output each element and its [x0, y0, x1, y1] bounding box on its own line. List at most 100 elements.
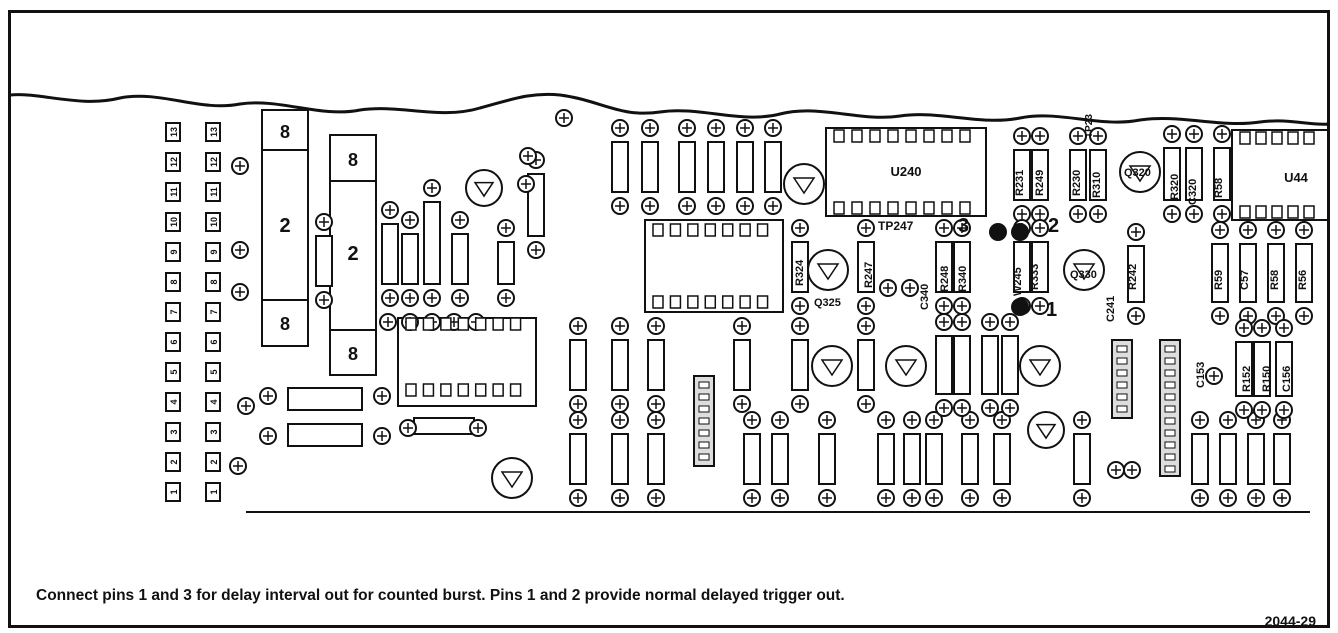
solder-pad: [1123, 461, 1141, 479]
solder-pad: [315, 213, 333, 231]
transistor: [1119, 151, 1161, 193]
ic-pin: [405, 383, 417, 397]
solder-pad: [237, 397, 255, 415]
svg-text:Q325: Q325: [814, 297, 841, 309]
solder-pad: [1031, 219, 1049, 237]
ic-pin: [887, 201, 899, 215]
solder-pad: [611, 489, 629, 507]
solder-pad: [935, 219, 953, 237]
jumper-pins: 3 2 1: [958, 215, 1059, 321]
connector-pin-label: 1: [209, 489, 219, 494]
ic-pin: [474, 317, 487, 331]
svg-text:C340: C340: [919, 284, 931, 310]
ic-pin: [509, 383, 522, 397]
solder-pad: [611, 197, 629, 215]
solder-pad: [1191, 411, 1209, 429]
solder-pad: [1013, 127, 1031, 145]
svg-text:C156: C156: [1281, 366, 1293, 392]
ic-pin: [492, 383, 504, 397]
solder-pad: [1191, 489, 1209, 507]
svg-text:2: 2: [279, 215, 290, 237]
svg-text:R231: R231: [1014, 170, 1026, 196]
solder-pad: [743, 411, 761, 429]
solder-pad: [401, 289, 419, 307]
transistor: [783, 163, 825, 205]
resistor: [935, 241, 953, 293]
ic-pin: [739, 223, 751, 237]
connector-pin-label: 5: [169, 369, 179, 374]
ic-pin: [1271, 131, 1283, 145]
resistor: [1235, 341, 1253, 397]
solder-pad: [1253, 401, 1271, 419]
svg-text:R230: R230: [1071, 170, 1083, 196]
solder-pad: [399, 419, 417, 437]
solder-pad: [818, 411, 836, 429]
resistor: [733, 339, 751, 391]
solder-pad: [1295, 307, 1313, 325]
ic-pin: [704, 223, 717, 237]
solder-pad: [611, 411, 629, 429]
solder-pad: [857, 317, 875, 335]
solder-pad: [1235, 401, 1253, 419]
solder-pad: [517, 175, 535, 193]
resistor: [1275, 341, 1293, 397]
svg-text:R58: R58: [1269, 270, 1281, 290]
connector-pin-label: 2: [209, 459, 219, 464]
svg-text:8: 8: [348, 344, 358, 364]
solder-pad: [423, 179, 441, 197]
resistor: [451, 233, 469, 285]
solder-pad: [1073, 489, 1091, 507]
resistor: [953, 241, 971, 293]
resistor: [611, 339, 629, 391]
svg-text:C57: C57: [1239, 270, 1251, 290]
solder-pad: [953, 313, 971, 331]
transistor: [1019, 345, 1061, 387]
solder-pad: [1031, 297, 1049, 315]
resistor: [736, 141, 754, 193]
ic-pin: [687, 223, 699, 237]
resistor: [1267, 243, 1285, 303]
solder-pad: [678, 197, 696, 215]
transistor: [491, 457, 533, 499]
connector-pin-label: 9: [169, 249, 179, 254]
solder-pad: [1235, 319, 1253, 337]
solder-pad: [259, 427, 277, 445]
solder-pad: [1211, 307, 1229, 325]
ic-pin: [833, 201, 845, 215]
solder-pad: [231, 241, 249, 259]
ic-pin: [440, 383, 452, 397]
solder-pad: [555, 109, 573, 127]
solder-pad: [647, 395, 665, 413]
resistor: [1013, 241, 1031, 293]
transistor: [465, 169, 503, 207]
svg-text:R56: R56: [1297, 270, 1309, 290]
connector-pin-label: 7: [209, 309, 219, 314]
connector-pin-label: 9: [209, 249, 219, 254]
solder-pad: [1069, 127, 1087, 145]
resistor: [1031, 241, 1049, 293]
ic-pin: [1239, 131, 1251, 145]
svg-text:8: 8: [348, 150, 358, 170]
solder-pad: [764, 119, 782, 137]
resistor: [857, 241, 875, 293]
connector-pin-label: 13: [169, 127, 179, 137]
resistor: [925, 433, 943, 485]
solder-pad: [993, 489, 1011, 507]
transistor: [885, 345, 927, 387]
ic-pin: [652, 295, 664, 309]
solder-pad: [791, 395, 809, 413]
solder-pad: [527, 241, 545, 259]
resistor: [791, 339, 809, 391]
solder-pad: [1213, 205, 1231, 223]
solder-pad: [791, 297, 809, 315]
resistor-array: [315, 141, 1313, 485]
svg-text:R58: R58: [1213, 178, 1225, 198]
svg-text:8: 8: [280, 122, 290, 142]
ic-pin: [923, 201, 935, 215]
solder-pad: [641, 119, 659, 137]
